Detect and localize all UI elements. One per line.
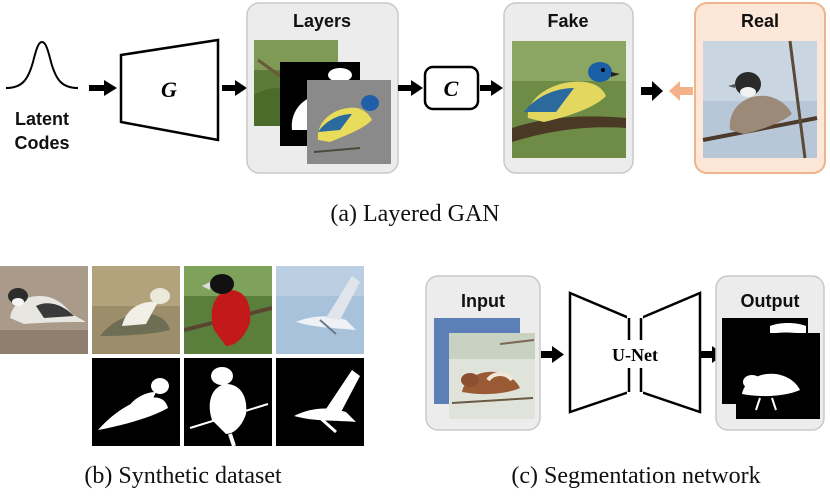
gaussian-curve-icon [5,40,79,89]
generator-symbol: G [161,77,177,102]
input-title: Input [461,291,505,311]
synthetic-mask-3 [184,358,272,447]
fake-title: Fake [547,11,588,31]
arrow-layers-to-compositor [398,80,423,96]
panel-c: Input U-Net Output [425,275,825,489]
synthetic-image-4 [276,266,364,354]
arrow-real-to-discriminator [669,81,693,101]
synthetic-image-3 [184,266,272,354]
unet-label-bg [598,340,672,368]
layers-title: Layers [293,11,351,31]
arrow-compositor-to-fake [480,80,503,96]
fake-bird-image [512,41,626,158]
latent-codes-label-line2: Codes [14,133,69,153]
arrow-generator-to-layers [222,80,247,96]
generator-block [119,38,220,142]
panel-b: (b) Synthetic dataset [0,266,364,489]
arrow-fake-to-discriminator [641,81,663,101]
synthetic-mask-2 [92,358,180,446]
real-title: Real [741,11,779,31]
synthetic-image-1 [0,266,88,354]
arrow-latent-to-generator [89,80,117,96]
real-bird-image [702,40,818,159]
synthetic-mask-4 [276,358,364,446]
caption-c: (c) Segmentation network [511,463,760,489]
compositor-symbol: C [444,76,459,101]
output-foreground-mask [736,333,820,419]
input-bird-image [449,333,535,419]
caption-b: (b) Synthetic dataset [84,463,282,489]
compositor-block [423,65,480,111]
latent-codes-label-line1: Latent [15,109,69,129]
arrow-input-to-unet [541,346,564,363]
output-title: Output [741,291,800,311]
synthetic-mask-1 [0,358,88,446]
foreground-layer-image [307,80,391,164]
unet-label: U-Net [612,345,658,365]
synthetic-image-2 [92,266,180,354]
panel-a: Latent Codes G Layers [5,2,826,227]
caption-a: (a) Layered GAN [330,201,499,227]
